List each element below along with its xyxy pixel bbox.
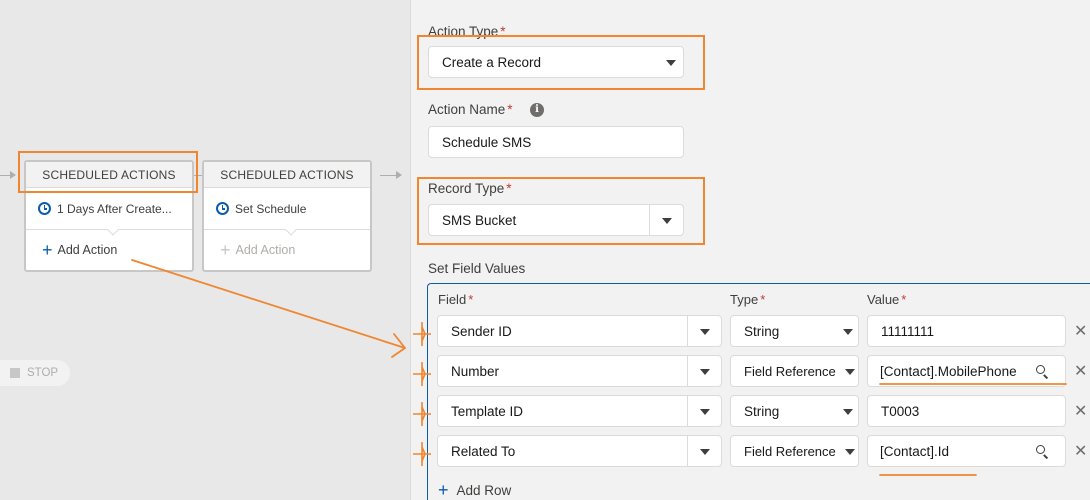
clock-icon: [216, 202, 229, 215]
action-type-value: Create a Record: [442, 54, 542, 70]
type-select[interactable]: Field Reference: [730, 435, 859, 467]
chevron-down-icon: [666, 60, 676, 66]
field-select[interactable]: Template ID: [437, 395, 722, 427]
type-column-header: Type*: [730, 292, 766, 307]
value-column-header: Value*: [867, 292, 907, 307]
action-type-select[interactable]: Create a Record: [428, 46, 684, 78]
field-select[interactable]: Related To: [437, 435, 722, 467]
action-name-input[interactable]: Schedule SMS: [428, 126, 684, 158]
action-name-value: Schedule SMS: [442, 134, 532, 150]
search-icon[interactable]: [1036, 445, 1045, 454]
chevron-down-icon: [700, 329, 710, 335]
type-value: String: [744, 403, 780, 419]
type-value: Field Reference: [744, 363, 836, 379]
close-icon[interactable]: ✕: [1074, 403, 1088, 420]
chevron-down-icon: [843, 329, 853, 335]
card-header: SCHEDULED ACTIONS: [26, 162, 192, 188]
value-input[interactable]: 11111111: [867, 315, 1066, 347]
field-select[interactable]: Number: [437, 355, 722, 387]
scheduled-actions-card-2[interactable]: SCHEDULED ACTIONS Set Schedule + Add Act…: [202, 160, 372, 272]
chevron-down-icon: [845, 449, 855, 455]
value-lookup-input[interactable]: [Contact].MobilePhone: [867, 355, 1066, 387]
info-icon[interactable]: i: [530, 103, 544, 117]
close-icon[interactable]: ✕: [1074, 443, 1088, 460]
field-value: Number: [451, 363, 500, 379]
type-select[interactable]: Field Reference: [730, 355, 859, 387]
value-text: [Contact].Id: [880, 443, 950, 459]
value-text: [Contact].MobilePhone: [880, 363, 1017, 379]
connector-line: [0, 175, 10, 176]
field-value: Related To: [451, 443, 516, 459]
add-row-button[interactable]: + Add Row: [438, 481, 511, 499]
schedule-row[interactable]: 1 Days After Create...: [26, 188, 192, 236]
chevron-down-icon: [700, 409, 710, 415]
divider: [687, 436, 688, 466]
field-column-header: Field*: [438, 292, 474, 307]
chevron-down-icon: [662, 218, 672, 224]
plus-icon: +: [220, 240, 231, 260]
value-text: 11111111: [881, 323, 935, 339]
stop-node: STOP: [0, 360, 70, 386]
type-value: Field Reference: [744, 443, 836, 459]
clock-icon: [38, 202, 51, 215]
connector-arrow: [10, 171, 16, 179]
connector-line: [380, 175, 396, 176]
add-action-label: Add Action: [57, 243, 118, 257]
value-input[interactable]: T0003: [867, 395, 1066, 427]
type-value: String: [744, 323, 780, 339]
divider: [687, 396, 688, 426]
chevron-down-icon: [843, 409, 853, 415]
action-name-label: Action Name*: [428, 102, 513, 117]
action-properties-panel: Action Type* Create a Record Action Name…: [410, 0, 1090, 500]
chevron-down-icon: [845, 369, 855, 375]
value-text: T0003: [881, 403, 920, 419]
plus-icon: +: [438, 480, 449, 500]
add-action-button[interactable]: + Add Action: [204, 230, 370, 270]
plus-icon: +: [42, 240, 53, 260]
add-action-label: Add Action: [235, 243, 296, 257]
divider: [687, 316, 688, 346]
type-select[interactable]: String: [730, 315, 859, 347]
set-field-values-label: Set Field Values: [428, 261, 526, 276]
action-type-label: Action Type*: [428, 24, 506, 39]
field-select[interactable]: Sender ID: [437, 315, 722, 347]
divider: [687, 356, 688, 386]
connector-line: [194, 175, 202, 176]
schedule-row[interactable]: Set Schedule: [204, 188, 370, 236]
scheduled-actions-card-1[interactable]: SCHEDULED ACTIONS 1 Days After Create...…: [24, 160, 194, 272]
divider: [649, 205, 650, 235]
add-row-label: Add Row: [456, 482, 512, 498]
add-action-button[interactable]: + Add Action: [26, 230, 192, 270]
record-type-value: SMS Bucket: [442, 212, 517, 228]
connector-arrow: [396, 171, 402, 179]
close-icon[interactable]: ✕: [1074, 323, 1088, 340]
stop-icon: [10, 368, 20, 378]
field-value: Sender ID: [451, 323, 512, 339]
search-icon[interactable]: [1036, 365, 1045, 374]
card-header: SCHEDULED ACTIONS: [204, 162, 370, 188]
type-select[interactable]: String: [730, 395, 859, 427]
schedule-label: Set Schedule: [235, 201, 307, 216]
chevron-down-icon: [700, 369, 710, 375]
field-value: Template ID: [451, 403, 524, 419]
flow-canvas: SCHEDULED ACTIONS 1 Days After Create...…: [0, 0, 410, 500]
stop-label: STOP: [27, 367, 59, 379]
record-type-label: Record Type*: [428, 181, 512, 196]
chevron-down-icon: [700, 449, 710, 455]
close-icon[interactable]: ✕: [1074, 363, 1088, 380]
value-lookup-input[interactable]: [Contact].Id: [867, 435, 1066, 467]
record-type-select[interactable]: SMS Bucket: [428, 204, 684, 236]
set-field-values-box: Field* Type* Value* Sender ID String 111…: [427, 283, 1090, 500]
schedule-label: 1 Days After Create...: [57, 201, 172, 216]
